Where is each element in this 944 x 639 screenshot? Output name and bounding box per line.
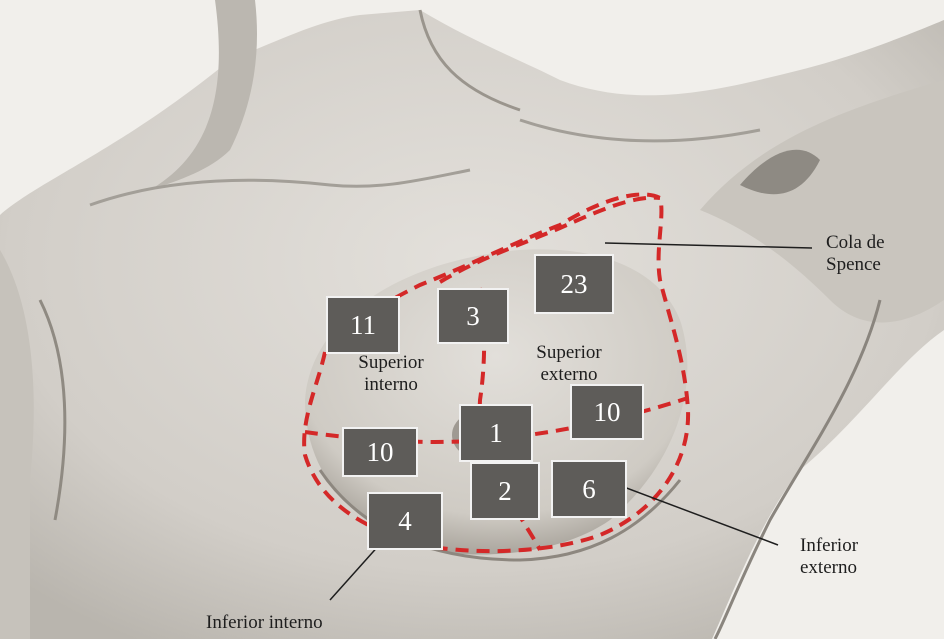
count-box-inferior-externo: 6: [551, 460, 627, 518]
count-box-central-upper: 3: [437, 288, 509, 344]
count-box-superior-externo: 23: [534, 254, 614, 314]
callout-inferior-interno: Inferior interno: [206, 612, 406, 634]
count-box-inferior-interno: 4: [367, 492, 443, 550]
callout-inferior-externo: Inferior externo: [800, 535, 900, 579]
callout-cola-de-spence: Cola de Spence: [826, 232, 926, 276]
count-box-lateral: 10: [570, 384, 644, 440]
count-box-superior-interno: 11: [326, 296, 400, 354]
count-box-medial: 10: [342, 427, 418, 477]
label-superior-interno: Superior interno: [336, 352, 446, 396]
count-box-nipple: 1: [459, 404, 533, 462]
count-box-central-lower: 2: [470, 462, 540, 520]
label-superior-externo: Superior externo: [514, 342, 624, 386]
